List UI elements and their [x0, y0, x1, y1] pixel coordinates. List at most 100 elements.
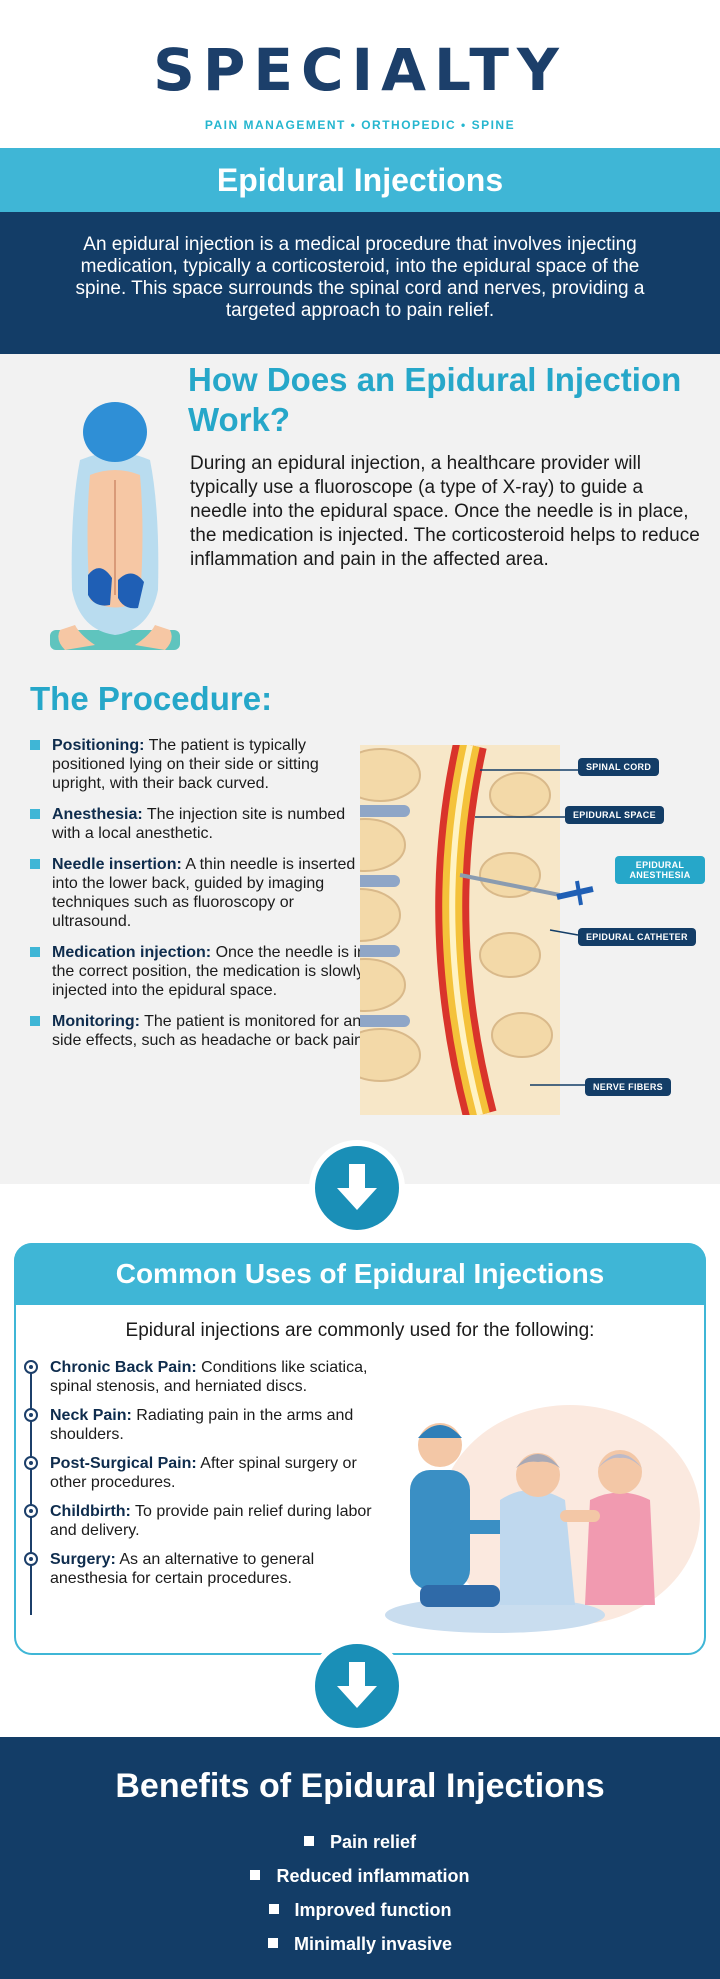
list-item: Reduced inflammation [0, 1866, 720, 1887]
ring-bullet-icon [24, 1552, 38, 1566]
surgical-cap [83, 402, 147, 462]
patient-hair [516, 1454, 560, 1468]
step-term: Needle insertion: [52, 856, 182, 873]
step-text: Once the needle is in the correct positi… [52, 944, 366, 999]
list-item: Anesthesia: The injection site is numbed… [30, 805, 370, 843]
benefit-text: Pain relief [329, 1832, 417, 1852]
square-bullet-icon [30, 1016, 40, 1026]
foot-right [135, 625, 172, 650]
intro-text: An epidural injection is a medical proce… [75, 234, 645, 321]
uses-list: Chronic Back Pain: Conditions like sciat… [24, 1358, 394, 1598]
vertebra-shape [360, 1028, 421, 1082]
vertebra-shape [360, 748, 421, 802]
square-bullet-icon [30, 859, 40, 869]
ring-bullet-icon [24, 1456, 38, 1470]
catheter-line [459, 873, 560, 897]
ring-bullet-icon [24, 1504, 38, 1518]
how-body: During an epidural injection, a healthca… [190, 453, 700, 570]
uses-title: Common Uses of Epidural Injections [115, 1258, 605, 1289]
leader-line [549, 929, 579, 936]
vertebra-shape [360, 818, 406, 872]
patient-back-illustration [50, 402, 180, 650]
square-bullet-icon [250, 1870, 261, 1881]
spine-illustration [360, 745, 560, 1115]
down-arrow-circle [309, 1140, 405, 1236]
list-item: Surgery: As an alternative to general an… [24, 1550, 394, 1588]
page-title: Epidural Injections [216, 162, 504, 198]
disc-shape [360, 805, 410, 817]
patient-gown [500, 1490, 575, 1605]
list-item: Pain relief [0, 1832, 720, 1853]
use-text: To provide pain relief during labor and … [50, 1503, 372, 1539]
square-bullet-icon [30, 740, 40, 750]
doctor-body [410, 1470, 470, 1590]
step-text: The patient is typically positioned lyin… [52, 737, 319, 792]
use-term: Chronic Back Pain: [50, 1359, 197, 1376]
list-item: Neck Pain: Radiating pain in the arms an… [24, 1406, 394, 1444]
syringe-icon [556, 880, 594, 906]
list-item: Positioning: The patient is typically po… [30, 736, 370, 793]
benefit-text: Reduced inflammation [276, 1866, 470, 1886]
label-epidural-catheter: EPIDURAL CATHETER [578, 928, 696, 946]
list-item: Chronic Back Pain: Conditions like sciat… [24, 1358, 394, 1396]
list-item: Post-Surgical Pain: After spinal surgery… [24, 1454, 394, 1492]
step-text: The injection site is numbed with a loca… [52, 806, 346, 842]
step-term: Positioning: [52, 737, 145, 754]
foot-left [58, 625, 95, 650]
list-item: Minimally invasive [0, 1934, 720, 1955]
benefits-title: Benefits of Epidural Injections [115, 1767, 605, 1805]
square-bullet-icon [303, 1836, 314, 1847]
disc-shape [360, 945, 400, 957]
list-item: Improved function [0, 1900, 720, 1921]
label-leader-lines [475, 769, 585, 1086]
use-text: Radiating pain in the arms and shoulders… [50, 1407, 354, 1443]
use-text: As an alternative to general anesthesia … [50, 1551, 315, 1587]
cord-highlight [449, 745, 483, 1115]
title-bar: Epidural Injections [0, 148, 720, 212]
brand-tagline: PAIN MANAGEMENT • ORTHOPEDIC • SPINE [204, 118, 516, 132]
arrow-down-icon [337, 1164, 377, 1210]
list-item: Medication injection: Once the needle is… [30, 943, 370, 1000]
doctor-cap [418, 1425, 462, 1438]
patient-head [516, 1453, 560, 1497]
down-arrow-circle [309, 1638, 405, 1734]
use-text: Conditions like sciatica, spinal stenosi… [50, 1359, 368, 1395]
vertebra-shape [360, 888, 401, 942]
process-shape [491, 1012, 553, 1058]
list-item: Childbirth: To provide pain relief durin… [24, 1502, 394, 1540]
step-term: Monitoring: [52, 1013, 140, 1030]
step-term: Anesthesia: [52, 806, 143, 823]
square-bullet-icon [268, 1904, 279, 1915]
benefits-section: Benefits of Epidural Injections [0, 1737, 720, 1979]
label-epidural-anesthesia: EPIDURAL ANESTHESIA [615, 856, 705, 884]
how-title: How Does an Epidural Injection Work? [188, 361, 682, 438]
label-nerve-fibers: NERVE FIBERS [585, 1078, 671, 1096]
brand-logo: SPECIALTY [153, 36, 567, 104]
use-term: Surgery: [50, 1551, 116, 1568]
list-item: Needle insertion: A thin needle is inser… [30, 855, 370, 931]
header [0, 0, 720, 148]
list-item: Monitoring: The patient is monitored for… [30, 1012, 370, 1050]
use-text: After spinal surgery or other procedures… [50, 1455, 357, 1491]
use-term: Post-Surgical Pain: [50, 1455, 197, 1472]
process-shape [479, 932, 541, 978]
ring-bullet-icon [24, 1408, 38, 1422]
step-text: The patient is monitored for any side ef… [52, 1013, 370, 1049]
use-term: Childbirth: [50, 1503, 131, 1520]
disc-shape [360, 1015, 410, 1027]
disc-shape [360, 875, 400, 887]
uses-header: Common Uses of Epidural Injections [14, 1243, 706, 1305]
procedure-steps: Positioning: The patient is typically po… [30, 736, 370, 1062]
benefit-text: Improved function [294, 1900, 452, 1920]
nurse-arm [560, 1510, 600, 1522]
square-bullet-icon [267, 1938, 278, 1949]
nurse-head [598, 1450, 642, 1494]
arrow-down-icon [337, 1662, 377, 1708]
procedure-title: The Procedure: [30, 680, 273, 717]
benefit-text: Minimally invasive [293, 1934, 453, 1954]
ring-bullet-icon [24, 1360, 38, 1374]
square-bullet-icon [30, 809, 40, 819]
uses-timeline [30, 1365, 32, 1615]
label-epidural-space: EPIDURAL SPACE [565, 806, 664, 824]
nurse-body [585, 1492, 655, 1605]
